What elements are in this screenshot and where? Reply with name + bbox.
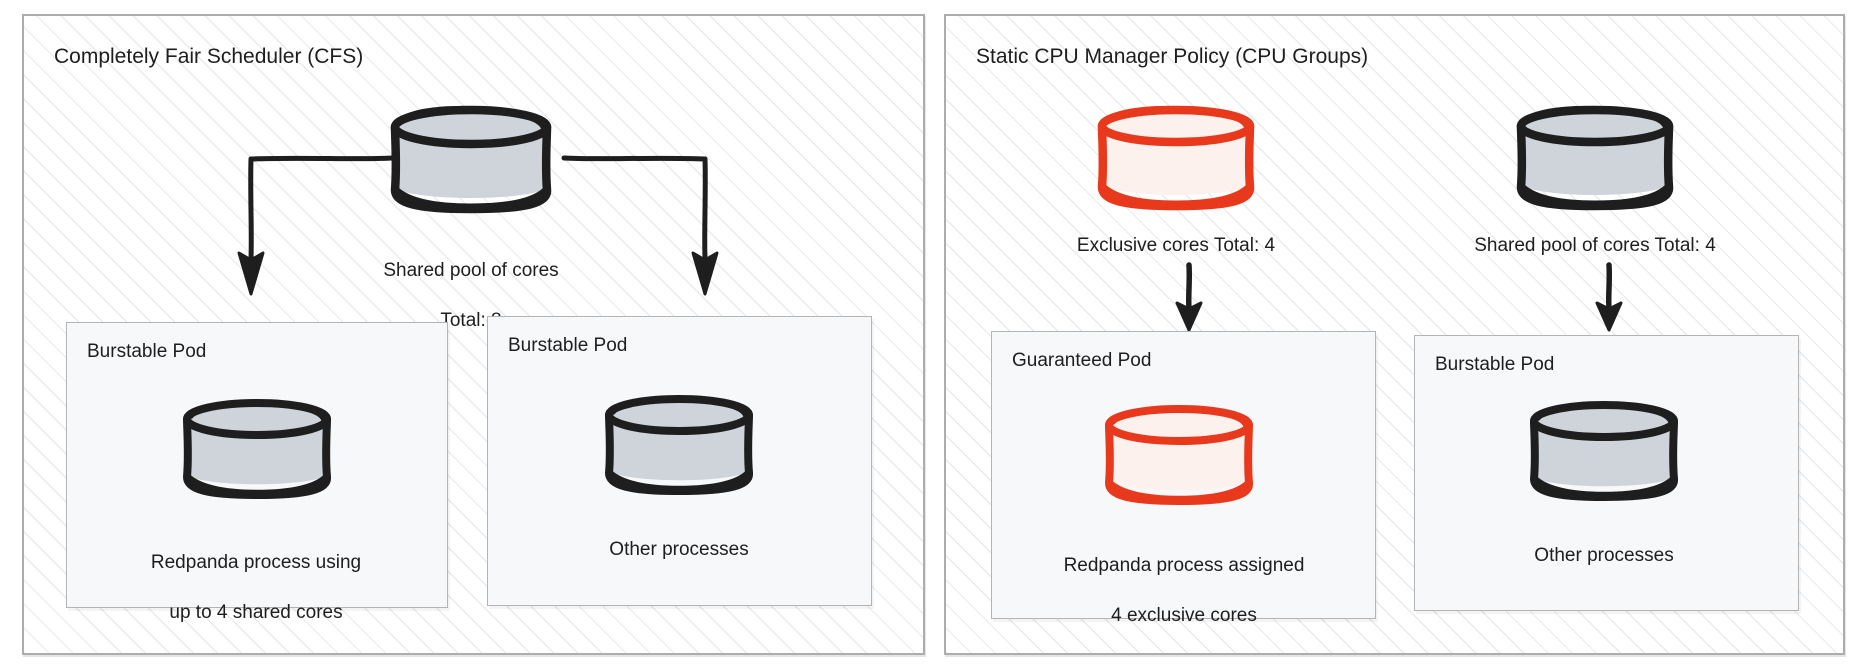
pod-title-guaranteed: Guaranteed Pod <box>1012 350 1152 371</box>
caption-line-2: 4 exclusive cores <box>1111 605 1257 626</box>
cylinder-redpanda-shared <box>178 398 336 500</box>
arrow-pool-to-burstable-pod-right <box>560 152 720 302</box>
caption-other-processes-cfs: Other processes <box>609 539 749 560</box>
panel-title-cfs: Completely Fair Scheduler (CFS) <box>54 45 364 68</box>
pod-title-burstable-static: Burstable Pod <box>1435 354 1555 375</box>
caption-line-2: up to 4 shared cores <box>169 602 343 623</box>
pod-title-burstable-left: Burstable Pod <box>87 341 207 362</box>
pod-box-burstable-left: Burstable Pod <box>66 322 448 608</box>
caption-shared-pool-static: Shared pool of cores Total: 4 <box>1474 235 1716 256</box>
cylinder-exclusive-cores <box>1093 104 1259 212</box>
caption-line-1: Redpanda process assigned <box>1063 555 1305 576</box>
panel-title-static: Static CPU Manager Policy (CPU Groups) <box>976 45 1369 68</box>
caption-line-1: Redpanda process using <box>150 552 362 573</box>
caption-other-processes-static: Other processes <box>1534 545 1674 566</box>
caption-redpanda-shared: Redpanda process using up to 4 shared co… <box>106 525 406 650</box>
caption-line-1: Shared pool of cores <box>383 260 559 281</box>
cylinder-other-processes-cfs <box>600 394 758 496</box>
caption-exclusive-cores: Exclusive cores Total: 4 <box>1076 235 1276 256</box>
cylinder-other-processes-static <box>1525 400 1683 502</box>
caption-redpanda-exclusive: Redpanda process assigned 4 exclusive co… <box>1034 528 1334 653</box>
pod-title-burstable-right: Burstable Pod <box>508 335 628 356</box>
cylinder-redpanda-exclusive <box>1100 404 1258 506</box>
arrow-shared-to-burstable-pod-static <box>1580 262 1640 334</box>
arrow-pool-to-burstable-pod-left <box>237 152 400 302</box>
cylinder-shared-pool-cores <box>386 104 556 214</box>
arrow-exclusive-to-guaranteed-pod <box>1160 262 1220 334</box>
caption-shared-pool-cores: Shared pool of cores Total: 8 <box>326 233 616 358</box>
cylinder-shared-pool-static <box>1512 104 1678 212</box>
